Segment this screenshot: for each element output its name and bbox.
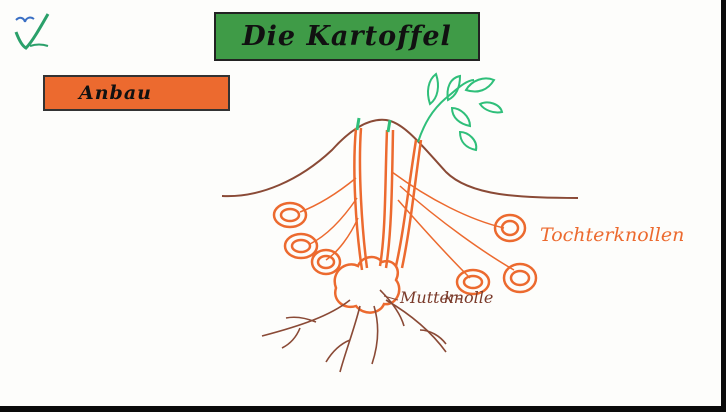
- tuber: [504, 264, 536, 292]
- tuber: [274, 203, 306, 227]
- tuber: [312, 250, 340, 274]
- tuber: [285, 234, 317, 258]
- stolons: [300, 172, 514, 278]
- leaves: [418, 74, 502, 150]
- tuber: [495, 215, 525, 241]
- mother-tuber-label-line2: knolle: [444, 288, 493, 308]
- mother-tuber-label: Mutter- knolle: [400, 288, 449, 308]
- daughter-tubers-label: Tochterknollen: [540, 224, 684, 246]
- stems: [354, 128, 421, 270]
